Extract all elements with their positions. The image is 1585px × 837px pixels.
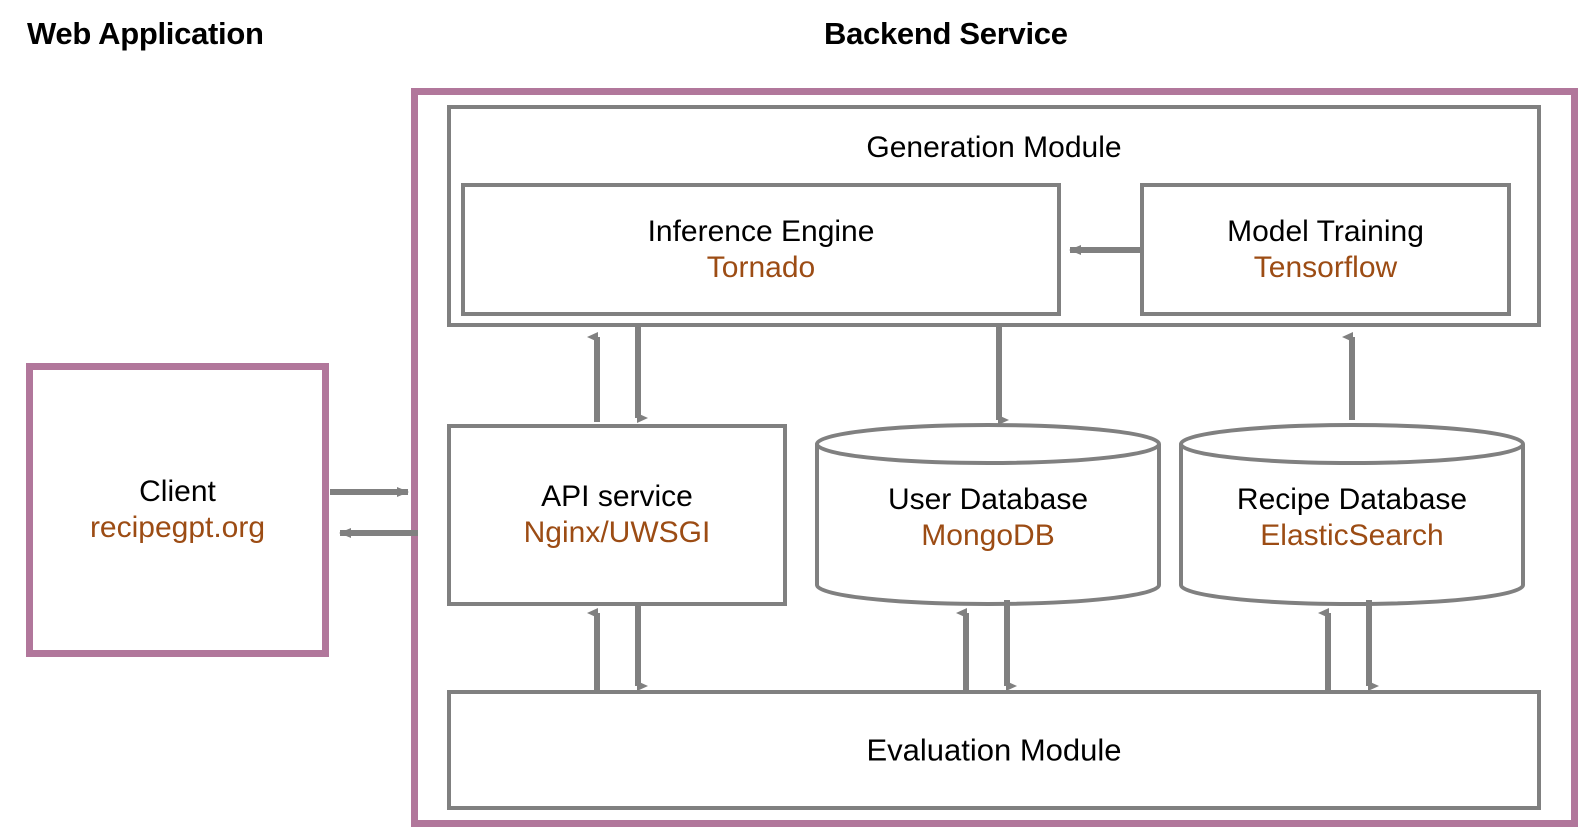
- evaluation-module-title: Evaluation Module: [866, 732, 1122, 768]
- user-database-cylinder[interactable]: User Database MongoDB: [814, 422, 1162, 607]
- model-training-tech-label: Tensorflow: [1253, 250, 1398, 284]
- client-tech-label: recipegpt.org: [89, 511, 266, 544]
- evaluation-module-box[interactable]: Evaluation Module: [447, 690, 1541, 810]
- inference-engine-box[interactable]: Inference Engine Tornado: [461, 183, 1061, 316]
- user-database-text: User Database MongoDB: [814, 482, 1162, 554]
- api-service-box[interactable]: API service Nginx/UWSGI: [447, 424, 787, 606]
- generation-module-title: Generation Module: [866, 131, 1122, 164]
- client-label: Client: [139, 475, 216, 508]
- user-database-tech-label: MongoDB: [921, 519, 1055, 553]
- database-cylinder-icon: [815, 423, 1161, 606]
- model-training-box[interactable]: Model Training Tensorflow: [1140, 183, 1511, 316]
- database-cylinder-icon: [1179, 423, 1525, 606]
- backend-service-boundary: [411, 88, 1578, 827]
- model-training-text: Model Training Tensorflow: [1144, 214, 1507, 286]
- recipe-database-label: Recipe Database: [1236, 483, 1468, 517]
- recipe-database-text: Recipe Database ElasticSearch: [1178, 482, 1526, 554]
- inference-engine-tech-label: Tornado: [706, 250, 816, 284]
- client-box[interactable]: Client recipegpt.org: [26, 363, 329, 657]
- user-database-label: User Database: [887, 483, 1089, 517]
- backend-service-title: Backend Service: [824, 16, 1068, 51]
- recipe-database-tech-label: ElasticSearch: [1260, 519, 1444, 553]
- inference-engine-label: Inference Engine: [647, 214, 875, 248]
- recipe-database-cylinder[interactable]: Recipe Database ElasticSearch: [1178, 422, 1526, 607]
- web-application-title: Web Application: [27, 16, 264, 51]
- api-service-label: API service: [541, 480, 693, 513]
- api-service-text: API service Nginx/UWSGI: [451, 479, 783, 551]
- api-service-tech-label: Nginx/UWSGI: [523, 516, 711, 549]
- inference-engine-text: Inference Engine Tornado: [465, 214, 1057, 286]
- client-text: Client recipegpt.org: [33, 474, 322, 546]
- model-training-label: Model Training: [1227, 214, 1424, 248]
